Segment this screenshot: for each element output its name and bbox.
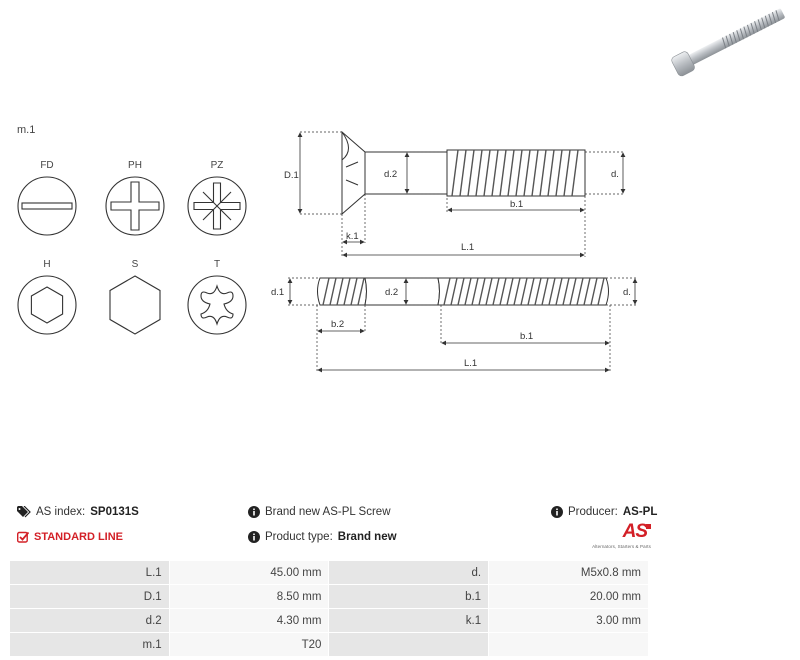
standard-line-label: STANDARD LINE (34, 531, 124, 543)
spec-value (488, 632, 649, 657)
table-row: d.2 4.30 mm k.1 3.00 mm (9, 608, 649, 633)
dim-label-d2-top: d.2 (384, 169, 397, 180)
hex-head-drive-icon (109, 275, 161, 335)
drive-label-t: T (213, 259, 221, 270)
spec-value: 45.00 mm (168, 560, 330, 585)
measure-label: m.1 (17, 124, 36, 136)
dim-label-L1-bottom: L.1 (464, 358, 477, 369)
drive-label-h: H (43, 259, 51, 270)
spec-key (328, 632, 490, 657)
logo-tagline: Alternators, Starters & Parts (592, 544, 651, 549)
countersunk-screw-drawing (341, 130, 586, 216)
info-icon (551, 506, 563, 518)
description-text: Brand new AS-PL Screw (265, 506, 391, 518)
stud-screw-drawing (317, 277, 609, 306)
flat-drive-icon (17, 176, 77, 236)
spec-value: T20 (168, 632, 330, 657)
dim-label-b1-bottom: b.1 (520, 331, 533, 342)
as-index-label: AS index: (36, 506, 86, 518)
spec-value: 3.00 mm (488, 608, 649, 633)
product-type-label: Product type: (265, 531, 333, 543)
drive-types-panel (17, 176, 247, 335)
dim-label-b1-top: b.1 (510, 199, 523, 210)
phillips-drive-icon (105, 176, 165, 236)
screw-technical-drawing: D.1 d.2 d. b.1 k.1 L.1 (271, 130, 638, 373)
as-index-value: SP0131S (90, 506, 139, 518)
specs-table: L.1 45.00 mm d. M5x0.8 mm D.1 8.50 mm b.… (9, 560, 649, 657)
drive-label-fd: FD (40, 160, 54, 171)
screw-photo (671, 8, 785, 77)
producer-label: Producer: (568, 506, 618, 518)
dim-label-D1: D.1 (284, 170, 299, 181)
spec-value: 4.30 mm (168, 608, 330, 633)
producer-row: Producer: AS-PL (551, 506, 657, 518)
dim-label-d1: d.1 (271, 287, 284, 298)
spec-key: m.1 (9, 632, 170, 657)
tags-icon (17, 506, 31, 518)
standard-line-row: STANDARD LINE (17, 531, 123, 543)
spec-value: 8.50 mm (168, 584, 330, 609)
dim-label-b2: b.2 (331, 319, 344, 330)
producer-value: AS-PL (622, 506, 658, 518)
as-pl-logo: AS Alternators, Starters & Parts (585, 522, 651, 552)
spec-key: D.1 (9, 584, 170, 609)
as-index-row: AS index: SP0131S (17, 506, 139, 518)
dim-label-d2-bottom: d.2 (385, 287, 398, 298)
info-icon (248, 531, 260, 543)
spec-value: M5x0.8 mm (488, 560, 649, 585)
product-type-row: Product type: Brand new (248, 531, 397, 543)
drive-label-pz: PZ (210, 160, 224, 171)
spec-key: L.1 (9, 560, 170, 585)
dim-label-d-top: d. (611, 169, 619, 180)
description-row: Brand new AS-PL Screw (248, 506, 391, 518)
drive-label-s: S (131, 259, 139, 270)
info-icon (248, 506, 260, 518)
spec-value: 20.00 mm (488, 584, 649, 609)
spec-key: k.1 (328, 608, 490, 633)
table-row: m.1 T20 (9, 632, 649, 657)
checkbox-checked-icon (17, 531, 29, 543)
spec-key: d.2 (9, 608, 170, 633)
dim-label-d-bottom: d. (623, 287, 631, 298)
table-row: L.1 45.00 mm d. M5x0.8 mm (9, 560, 649, 585)
torx-drive-icon (187, 275, 247, 335)
product-type-value: Brand new (337, 531, 397, 543)
spec-key: b.1 (328, 584, 490, 609)
spec-key: d. (328, 560, 490, 585)
logo-text: AS (622, 521, 648, 542)
hex-socket-drive-icon (17, 275, 77, 335)
pozidriv-drive-icon (187, 176, 247, 236)
table-row: D.1 8.50 mm b.1 20.00 mm (9, 584, 649, 609)
drive-label-ph: PH (128, 160, 142, 171)
dim-label-L1-top: L.1 (461, 242, 474, 253)
dim-label-k1: k.1 (346, 231, 359, 242)
